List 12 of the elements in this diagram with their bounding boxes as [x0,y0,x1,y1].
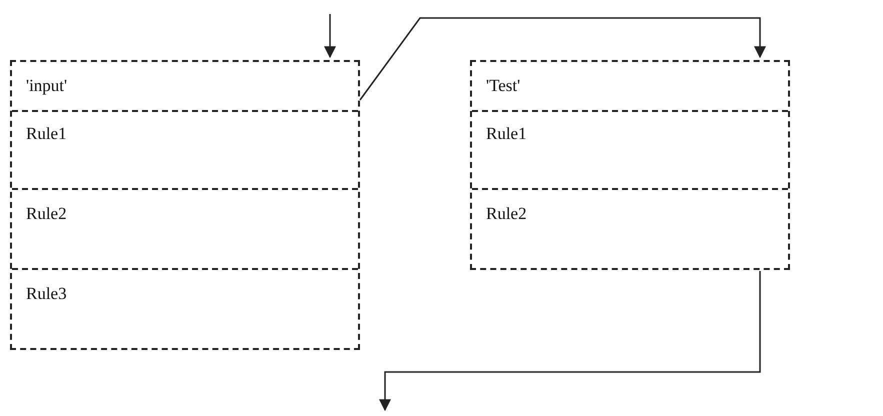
rule-label: Rule1 [26,124,67,144]
rule-label: Rule2 [26,204,67,224]
arrow [379,271,761,412]
table-box [470,60,790,270]
rule-label: Rule2 [486,204,527,224]
rule-label: Rule1 [486,124,527,144]
rule-label: Rule3 [26,284,67,304]
arrow [359,17,766,100]
table-box [10,60,360,350]
table-heading: 'Test' [486,76,520,96]
table-heading: 'input' [26,76,68,96]
arrow [324,14,336,58]
